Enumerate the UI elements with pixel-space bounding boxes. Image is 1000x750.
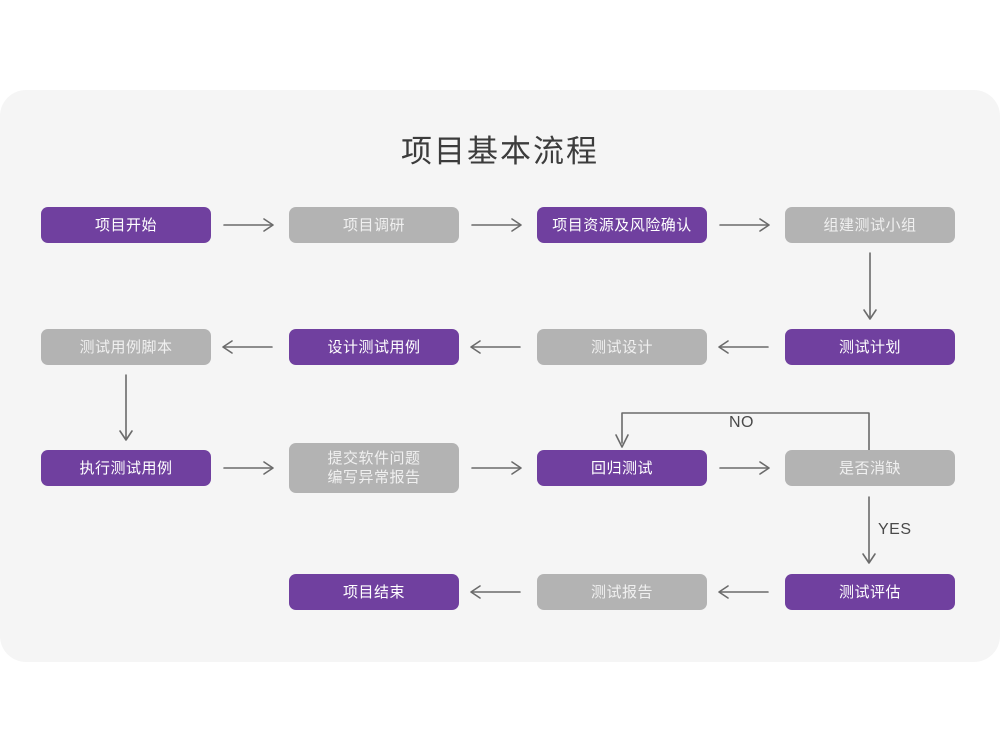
node-test-design[interactable]: 测试设计 — [537, 329, 707, 365]
node-form-test-team[interactable]: 组建测试小组 — [785, 207, 955, 243]
node-test-evaluation[interactable]: 测试评估 — [785, 574, 955, 610]
node-project-end[interactable]: 项目结束 — [289, 574, 459, 610]
node-submit-defect-report[interactable]: 提交软件问题 编写异常报告 — [289, 443, 459, 493]
node-design-test-cases[interactable]: 设计测试用例 — [289, 329, 459, 365]
node-defect-resolved[interactable]: 是否消缺 — [785, 450, 955, 486]
node-execute-test-cases[interactable]: 执行测试用例 — [41, 450, 211, 486]
edge-label-no: NO — [729, 414, 754, 431]
flowchart-panel — [0, 90, 1000, 662]
node-test-report[interactable]: 测试报告 — [537, 574, 707, 610]
edge-label-yes: YES — [878, 521, 912, 538]
node-resource-risk-confirm[interactable]: 项目资源及风险确认 — [537, 207, 707, 243]
node-project-research[interactable]: 项目调研 — [289, 207, 459, 243]
node-regression-test[interactable]: 回归测试 — [537, 450, 707, 486]
page-title: 项目基本流程 — [401, 134, 599, 169]
node-project-start[interactable]: 项目开始 — [41, 207, 211, 243]
node-test-plan[interactable]: 测试计划 — [785, 329, 955, 365]
node-test-case-script[interactable]: 测试用例脚本 — [41, 329, 211, 365]
